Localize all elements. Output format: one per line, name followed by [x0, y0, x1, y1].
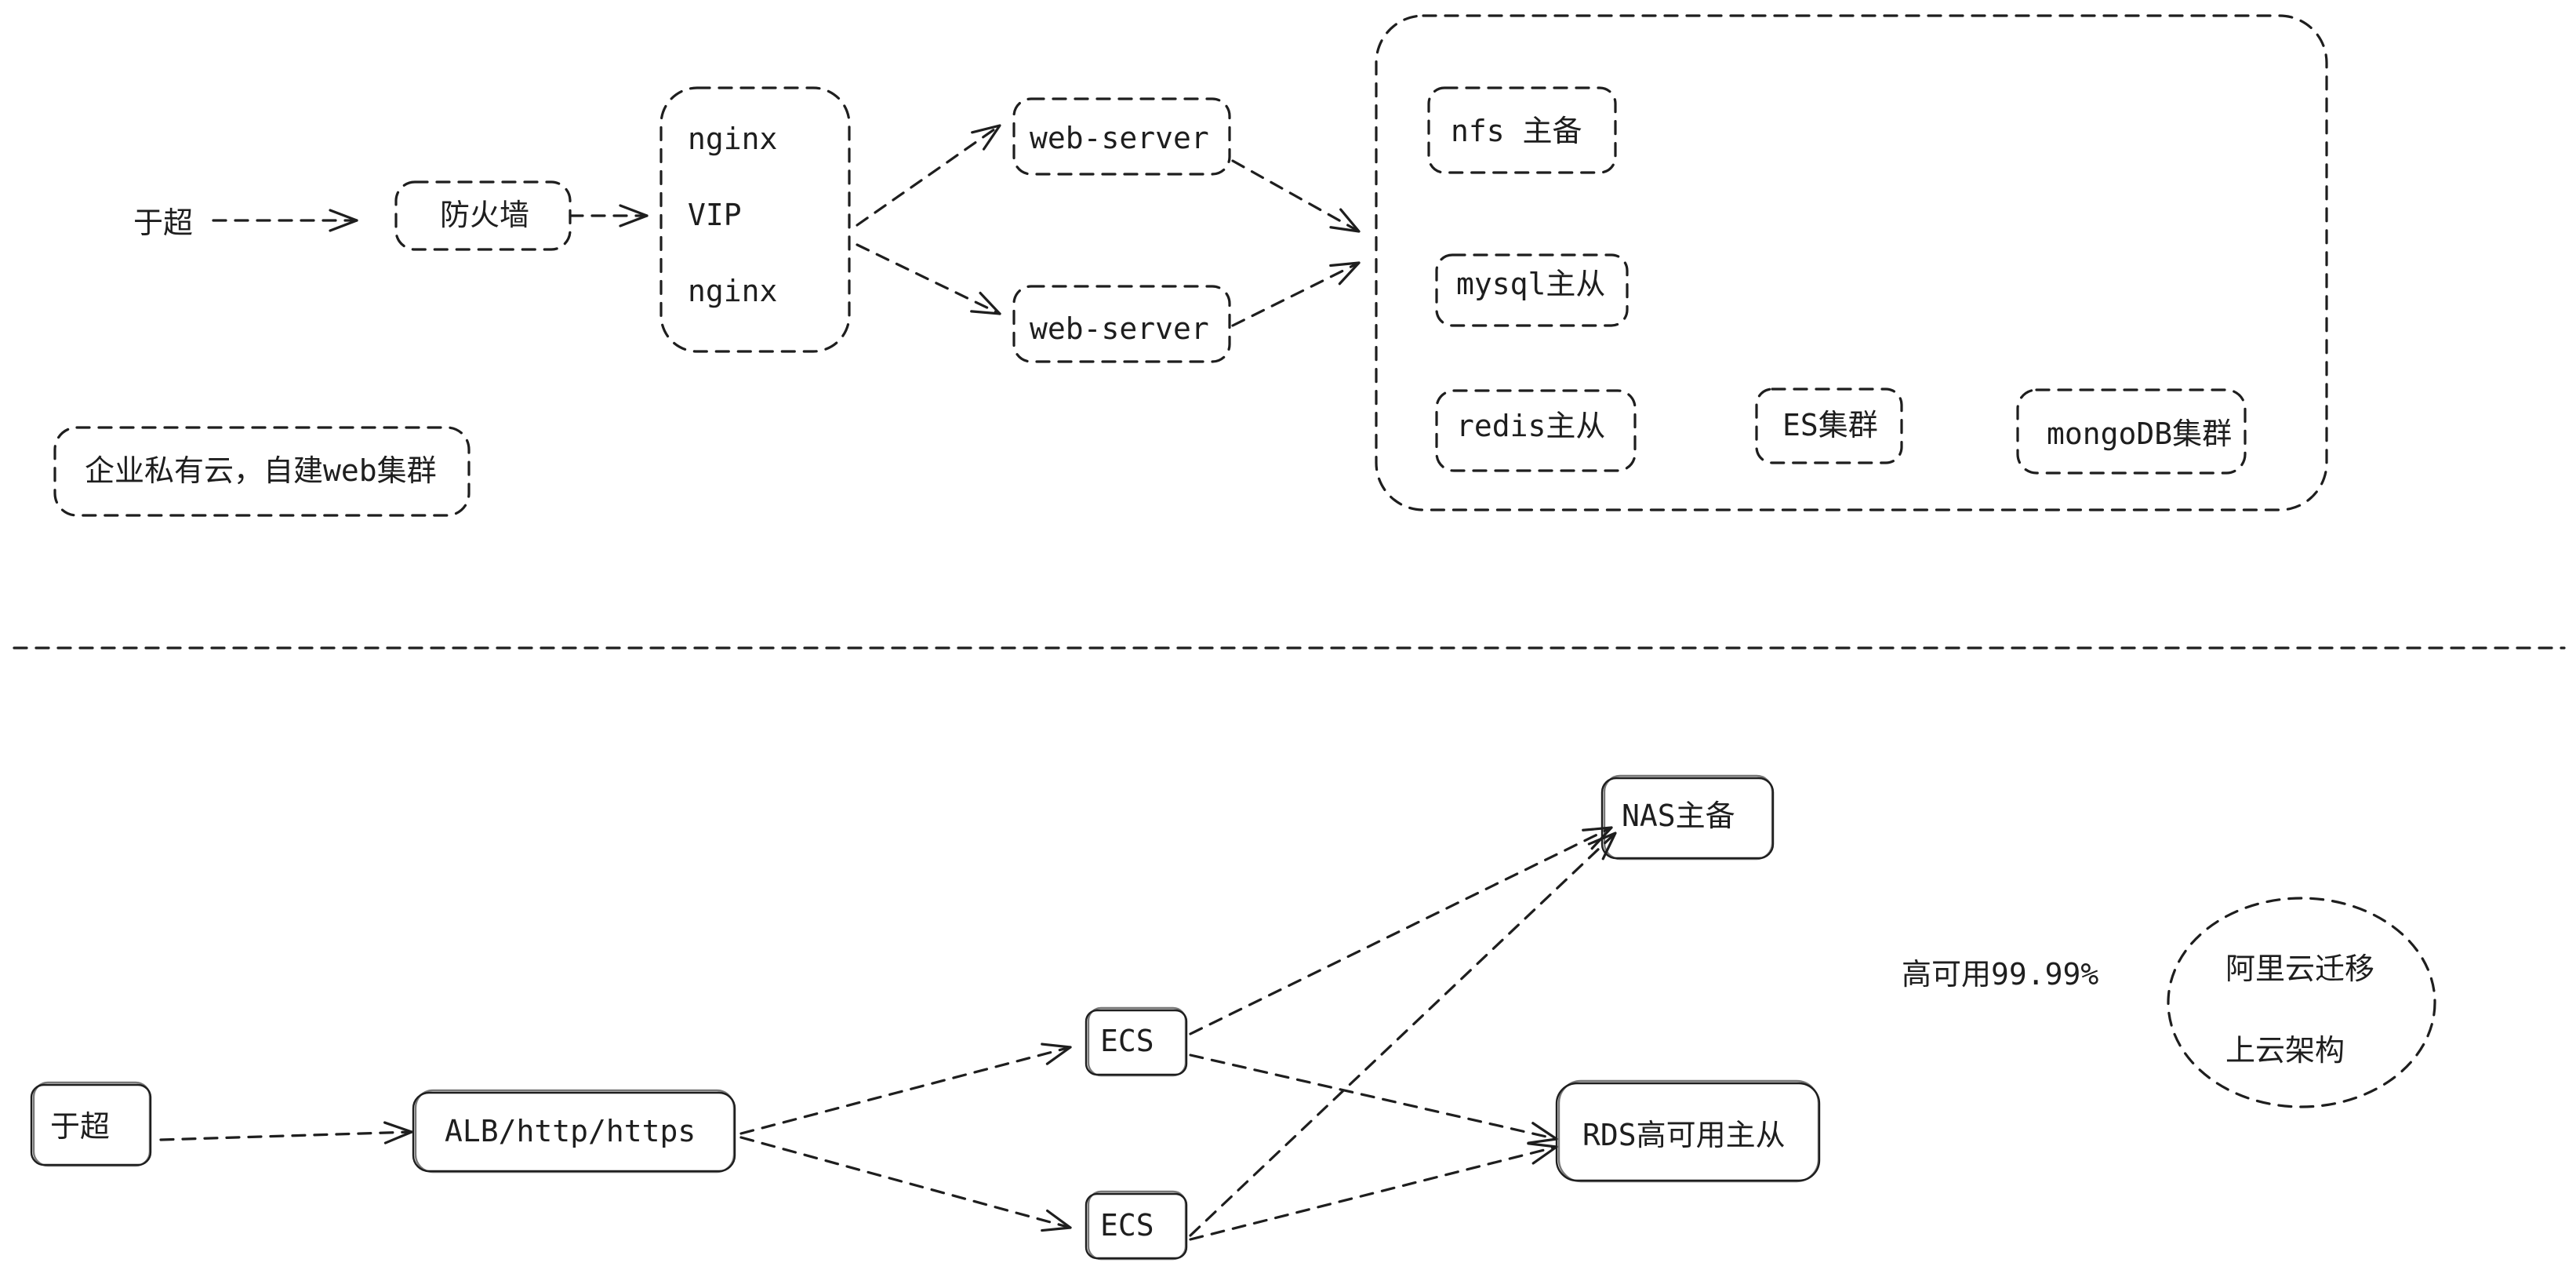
mysql-box [1435, 253, 1629, 327]
nfs-box [1427, 86, 1617, 174]
arrow-user-alb [159, 1121, 413, 1144]
nfs-label: nfs 主备 [1451, 114, 1582, 148]
arrow-ecs2-nas [1189, 832, 1617, 1237]
mongodb-node[interactable]: mongoDB集群 [2016, 388, 2247, 475]
redis-label: redis主从 [1456, 409, 1605, 443]
cloud-bubble-ellipse [2167, 897, 2436, 1108]
alb-label: ALB/http/https [445, 1114, 696, 1148]
arrow-lb-web2 [856, 243, 1001, 315]
lb-nginx-2: nginx [688, 274, 777, 308]
nas-node[interactable]: NAS主备 [1600, 774, 1775, 861]
firewall-label: 防火墙 [440, 198, 529, 232]
arrow-ecs1-rds [1189, 1053, 1558, 1144]
rds-box-sketch [1557, 1079, 1820, 1183]
ecs-2-label: ECS [1100, 1208, 1154, 1243]
ecs-2-box-sketch [1087, 1190, 1187, 1261]
arrow-web1-backend [1231, 159, 1361, 233]
lb-nginx-1: nginx [688, 122, 777, 156]
arrow-lb-web1 [856, 124, 1001, 227]
redis-node[interactable]: redis主从 [1435, 389, 1637, 472]
alb-node[interactable]: ALB/http/https [412, 1089, 736, 1174]
arrow-alb-ecs1 [739, 1043, 1072, 1135]
arrow-ecs1-nas [1189, 826, 1613, 1035]
arrow-alb-ecs2 [739, 1136, 1072, 1232]
es-label: ES集群 [1782, 408, 1878, 442]
cloud-bubble-line2: 上云架构 [2225, 1033, 2345, 1068]
cloud-migration-bubble[interactable]: 阿里云迁移 上云架构 [2167, 897, 2436, 1108]
ecs-1-node[interactable]: ECS [1085, 1006, 1188, 1077]
web-server-2-label: web-server [1030, 311, 1209, 346]
top-section: 于超 防火墙 nginx VIP nginx web-server web-s [53, 14, 2328, 517]
caption-label: 企业私有云，自建web集群 [85, 453, 437, 488]
lb-vip: VIP [688, 198, 742, 232]
alb-box-sketch [414, 1089, 736, 1174]
web-server-1-node[interactable]: web-server [1012, 97, 1231, 176]
arrow-ecs2-rds [1189, 1142, 1558, 1241]
web-server-2-node[interactable]: web-server [1012, 285, 1231, 363]
firewall-node[interactable]: 防火墙 [394, 180, 572, 251]
load-balancer-group[interactable]: nginx VIP nginx [659, 86, 851, 353]
web-server-2-box [1012, 285, 1231, 363]
nas-label: NAS主备 [1622, 799, 1735, 833]
ecs-1-label: ECS [1100, 1024, 1154, 1058]
bottom-user-box-sketch [32, 1081, 151, 1167]
arrow-web2-backend [1231, 261, 1361, 327]
ecs-1-box-sketch [1087, 1006, 1187, 1077]
cloud-bubble-line1: 阿里云迁移 [2225, 952, 2374, 986]
es-box [1755, 388, 1903, 464]
mongodb-label: mongoDB集群 [2047, 417, 2232, 451]
load-balancer-box [659, 86, 851, 353]
private-cloud-caption[interactable]: 企业私有云，自建web集群 [53, 426, 471, 517]
mysql-label: mysql主从 [1456, 267, 1605, 301]
backend-container[interactable]: nfs 主备 mysql主从 redis主从 ES集群 mongoDB集群 [1375, 14, 2328, 511]
bottom-section: 于超 ALB/http/https ECS ECS [30, 774, 2436, 1261]
ecs-2-node[interactable]: ECS [1085, 1190, 1188, 1261]
top-user-label: 于超 [133, 206, 193, 240]
backend-box [1375, 14, 2328, 511]
es-node[interactable]: ES集群 [1755, 388, 1903, 464]
rds-label: RDS高可用主从 [1582, 1118, 1786, 1152]
availability-label: 高可用99.99% [1902, 957, 2098, 992]
web-server-1-box [1012, 97, 1231, 176]
caption-box [53, 426, 471, 517]
nas-box-sketch [1603, 774, 1774, 861]
web-server-1-label: web-server [1030, 121, 1209, 155]
mysql-node[interactable]: mysql主从 [1435, 253, 1629, 327]
nfs-node[interactable]: nfs 主备 [1427, 86, 1617, 174]
bottom-user-node[interactable]: 于超 [30, 1081, 152, 1167]
rds-node[interactable]: RDS高可用主从 [1555, 1079, 1821, 1183]
bottom-user-label: 于超 [50, 1109, 110, 1144]
mongodb-box [2016, 388, 2247, 475]
